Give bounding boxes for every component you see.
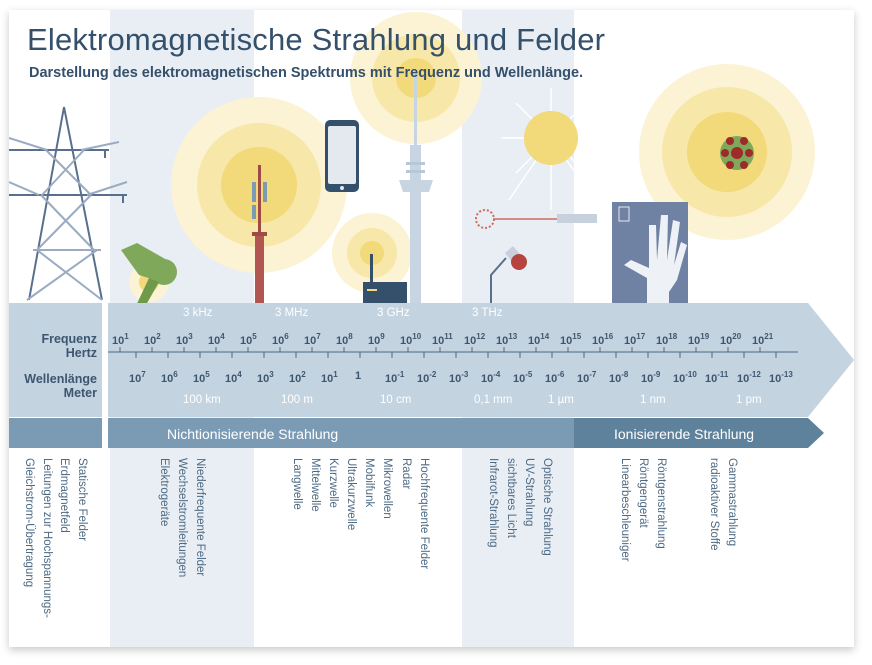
frequency-unit: Hertz	[65, 346, 97, 360]
frequency-tick: 1015	[560, 332, 582, 347]
radioactive-atom-icon	[720, 136, 754, 170]
wavelength-tick: 1	[355, 370, 362, 382]
marker-3ghz: 3 GHz	[377, 307, 410, 319]
frequency-label: Frequenz	[41, 332, 97, 346]
wavelength-tick: 10-2	[417, 370, 437, 385]
frequency-tick: 103	[176, 332, 193, 347]
marker-1pm: 1 pm	[736, 394, 762, 406]
spectrum-axis-arrow	[108, 303, 854, 417]
tv-tower-icon	[399, 70, 433, 310]
wavelength-tick: 10-3	[449, 370, 469, 385]
category-static-bar	[9, 418, 102, 448]
category-bar	[108, 418, 824, 448]
frequency-tick: 1019	[688, 332, 710, 347]
marker-1um: 1 µm	[548, 394, 574, 406]
frequency-tick: 1016	[592, 332, 614, 347]
wavelength-tick: 10-9	[641, 370, 661, 385]
wavelength-tick: 105	[193, 370, 210, 385]
wavelength-tick: 10-5	[513, 370, 533, 385]
marker-0-1mm: 0,1 mm	[474, 394, 513, 406]
frequency-tick: 109	[368, 332, 385, 347]
infographic-card: Frequenz Hertz Wellenlänge Meter 3 kHz 3…	[9, 10, 854, 647]
wavelength-tick: 10-4	[481, 370, 501, 385]
frequency-tick: 106	[272, 332, 289, 347]
axis-label-panel	[9, 303, 102, 417]
laser-pointer-icon	[475, 209, 597, 229]
frequency-tick: 102	[144, 332, 161, 347]
frequency-tick: 1014	[528, 332, 550, 347]
sun-icon	[501, 88, 601, 210]
xray-hand-icon	[612, 202, 688, 310]
wavelength-tick: 10-12	[737, 370, 761, 385]
wavelength-label: Wellenlänge	[24, 372, 97, 386]
wavelength-tick: 104	[225, 370, 242, 385]
wavelength-tick: 103	[257, 370, 274, 385]
wavelength-tick: 10-13	[769, 370, 793, 385]
marker-1nm: 1 nm	[640, 394, 666, 406]
smartphone-icon	[325, 120, 359, 192]
hair-dryer-icon	[121, 243, 177, 310]
frequency-tick: 1012	[464, 332, 486, 347]
wavelength-tick: 107	[129, 370, 146, 385]
wavelength-tick: 10-11	[705, 370, 729, 385]
desk-lamp-icon	[483, 246, 527, 310]
illustrations	[9, 12, 815, 310]
wavelength-tick: 10-7	[577, 370, 597, 385]
cell-tower-icon	[252, 165, 267, 310]
frequency-tick: 1013	[496, 332, 518, 347]
page-subtitle: Darstellung des elektromagnetischen Spek…	[29, 65, 584, 81]
marker-3thz: 3 THz	[472, 307, 503, 319]
frequency-axis-label: Frequenz Hertz	[9, 332, 97, 360]
frequency-tick: 105	[240, 332, 257, 347]
marker-100km: 100 km	[183, 394, 221, 406]
non-ionizing-bar	[108, 418, 574, 448]
wavelength-tick: 102	[289, 370, 306, 385]
marker-3khz: 3 kHz	[183, 307, 213, 319]
wavelength-axis-label: Wellenlänge Meter	[9, 372, 97, 400]
frequency-tick: 1021	[752, 332, 774, 347]
frequency-tick: 1018	[656, 332, 678, 347]
wavelength-tick: 10-10	[673, 370, 697, 385]
ionizing-bar	[574, 418, 824, 448]
wavelength-unit: Meter	[63, 386, 97, 400]
frequency-tick: 1020	[720, 332, 742, 347]
marker-100m: 100 m	[281, 394, 313, 406]
frequency-tick: 1010	[400, 332, 422, 347]
non-ionizing-label: Nichtionisierende Strahlung	[167, 426, 339, 442]
marker-3mhz: 3 MHz	[275, 307, 309, 319]
wavelength-tick: 10-1	[385, 370, 405, 385]
wavelength-tick: 10-8	[609, 370, 629, 385]
ionizing-label: Ionisierende Strahlung	[614, 426, 755, 442]
frequency-tick: 1011	[432, 332, 453, 347]
marker-10cm: 10 cm	[380, 394, 412, 406]
frequency-tick: 104	[208, 332, 225, 347]
router-glow-icon	[332, 213, 412, 293]
power-pylon-icon	[9, 106, 128, 301]
wavelength-tick: 10-6	[545, 370, 565, 385]
wavelength-tick: 101	[321, 370, 338, 385]
frequency-tick: 101	[112, 332, 129, 347]
wavelength-tick: 106	[161, 370, 178, 385]
frequency-tick: 107	[304, 332, 321, 347]
page-title: Elektromagnetische Strahlung und Felder	[27, 22, 606, 57]
frequency-tick: 1017	[624, 332, 646, 347]
frequency-tick: 108	[336, 332, 353, 347]
